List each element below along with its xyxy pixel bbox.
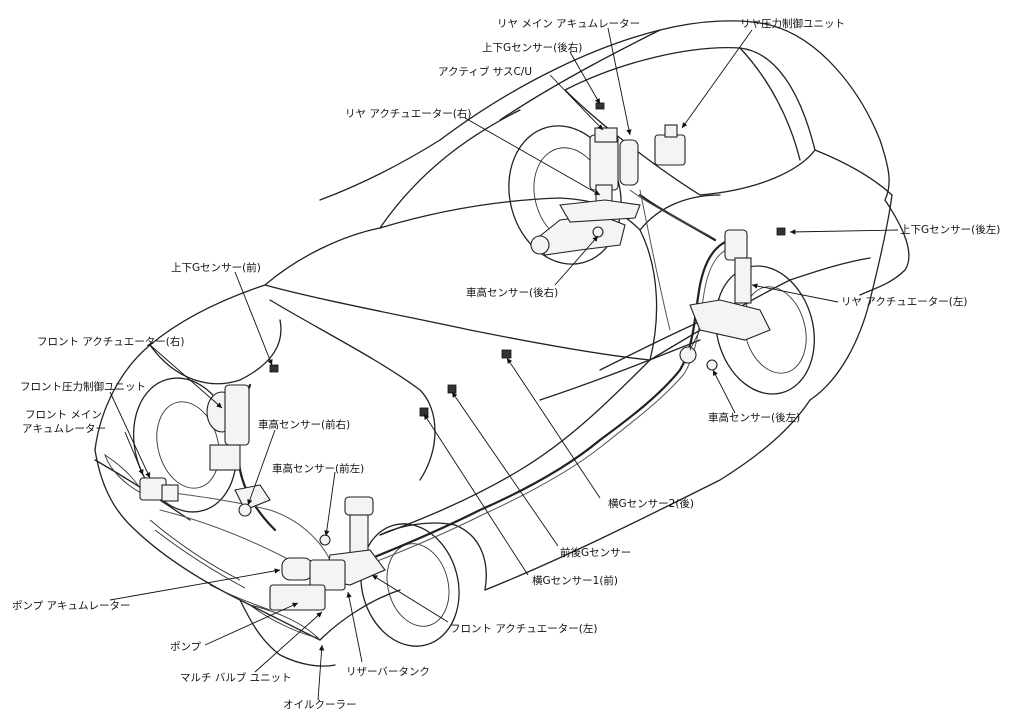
label-pump: ポンプ	[170, 641, 202, 653]
vertical-g-sensor-rear-right-part	[595, 102, 605, 110]
rear-right-actuator-assembly	[530, 134, 641, 256]
label-vertical-g-sensor-rear-right: 上下Gセンサー(後右)	[482, 41, 582, 54]
label-vertical-g-sensor-rear-left: 上下Gセンサー(後左)	[900, 223, 1000, 236]
front-right-actuator-assembly	[206, 384, 271, 511]
label-ride-height-sensor-front-left: 車高センサー(前左)	[272, 462, 364, 475]
rear-main-accumulator	[619, 139, 639, 186]
label-rear-actuator-right: リヤ アクチュエーター(右)	[345, 107, 472, 120]
label-rear-pressure-control-unit: リヤ圧力制御ユニット	[740, 17, 845, 30]
label-reservoir-tank: リザーバータンク	[346, 666, 430, 678]
label-vertical-g-sensor-front: 上下Gセンサー(前)	[171, 261, 261, 274]
label-front-actuator-left: フロント アクチュエーター(左)	[450, 622, 598, 635]
ride-height-sensors	[238, 226, 718, 546]
label-ride-height-sensor-rear-left: 車高センサー(後左)	[708, 411, 800, 424]
leader-lines	[109, 27, 899, 701]
active-suspension-control-unit	[594, 127, 618, 143]
label-rear-actuator-left: リヤ アクチュエーター(左)	[841, 295, 968, 308]
pump-and-reservoir	[269, 557, 346, 611]
label-multi-valve-unit: マルチ バルブ ユニット	[180, 671, 292, 684]
label-ride-height-sensor-front-right: 車高センサー(前右)	[258, 418, 350, 431]
vertical-g-sensor-rear-left-part	[776, 227, 786, 236]
car-body-outline	[94, 20, 910, 667]
label-pump-accumulator: ポンプ アキュムレーター	[12, 600, 131, 612]
label-active-suspension-cu: アクティブ サスC/U	[438, 65, 532, 78]
label-lateral-g-sensor-1-front: 横Gセンサー1(前)	[532, 574, 618, 587]
callout-labels: リヤ メイン アキュムレーター リヤ圧力制御ユニット 上下Gセンサー(後右) ア…	[12, 17, 1000, 711]
label-front-actuator-right: フロント アクチュエーター(右)	[37, 335, 185, 348]
g-sensors	[269, 349, 512, 417]
label-longitudinal-g-sensor: 前後Gセンサー	[560, 546, 631, 559]
label-rear-main-accumulator: リヤ メイン アキュムレーター	[497, 18, 640, 30]
label-front-main-accumulator-line2: アキュムレーター	[22, 423, 106, 435]
label-front-main-accumulator-line1: フロント メイン	[25, 409, 102, 421]
front-pressure-control-unit	[139, 477, 179, 502]
wheels	[132, 125, 815, 647]
rear-left-actuator-assembly	[679, 229, 771, 364]
label-lateral-g-sensor-2-rear: 横Gセンサー2(後)	[608, 497, 694, 510]
label-front-pressure-control-unit: フロント圧力制御ユニット	[20, 380, 146, 393]
label-oil-cooler: オイルクーラー	[283, 699, 357, 711]
label-ride-height-sensor-rear-right: 車高センサー(後右)	[466, 286, 558, 299]
rear-pressure-control-unit	[654, 124, 686, 166]
